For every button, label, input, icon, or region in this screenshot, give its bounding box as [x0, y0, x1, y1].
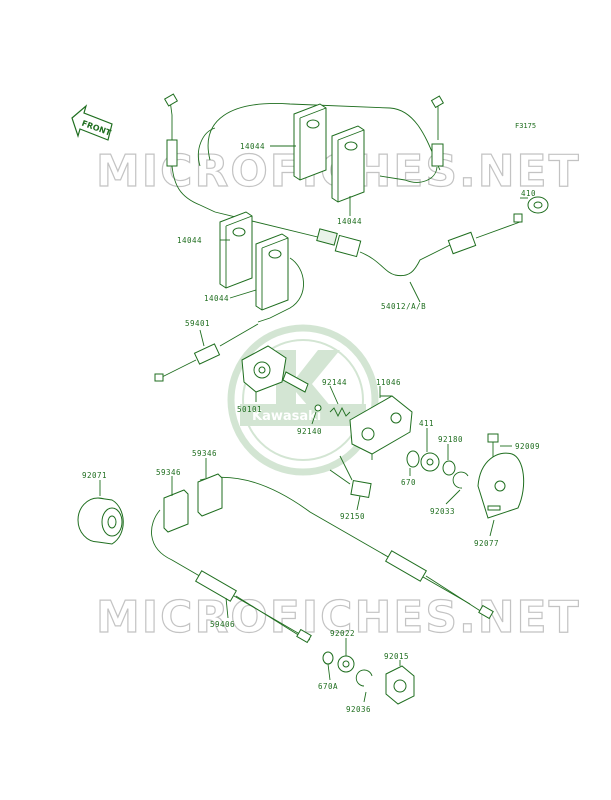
- label-670: 670: [401, 478, 416, 487]
- figure-id: F3175: [515, 122, 536, 130]
- label-50101: 50101: [237, 405, 262, 414]
- label-410: 410: [521, 189, 536, 198]
- bolt-92150: [329, 455, 372, 499]
- label-92150: 92150: [340, 512, 365, 521]
- small-parts-bottom: [322, 651, 415, 705]
- cable-54012: [163, 93, 521, 277]
- label-59406: 59406: [210, 620, 235, 629]
- kawasaki-brand-text: Kawasaki: [252, 409, 321, 424]
- lever-50101: [241, 345, 309, 393]
- cable-59401: [154, 323, 259, 382]
- label-92077: 92077: [474, 539, 499, 548]
- roller-92071: [77, 497, 124, 545]
- label-92140: 92140: [297, 427, 322, 436]
- washer-410: [513, 196, 549, 223]
- kawasaki-logo: Kawasaki: [227, 324, 379, 476]
- small-parts-right: [406, 450, 469, 489]
- grommet-59346: [163, 473, 223, 533]
- cover-92077: [477, 433, 525, 519]
- label-59401: 59401: [185, 319, 210, 328]
- label-92180: 92180: [438, 435, 463, 444]
- label-54012: 54012/A/B: [381, 302, 426, 311]
- label-59346-a: 59346: [156, 468, 181, 477]
- label-92036: 92036: [346, 705, 371, 714]
- label-11046: 11046: [376, 378, 401, 387]
- label-14044-b: 14044: [337, 217, 362, 226]
- label-92144: 92144: [322, 378, 347, 387]
- label-14044-d: 14044: [204, 294, 229, 303]
- spring-92144: [314, 404, 351, 418]
- label-92022: 92022: [330, 629, 355, 638]
- label-14044-c: 14044: [177, 236, 202, 245]
- label-411: 411: [419, 419, 434, 428]
- label-670A: 670A: [318, 682, 338, 691]
- label-92015: 92015: [384, 652, 409, 661]
- label-14044-a: 14044: [240, 142, 265, 151]
- label-59346-b: 59346: [192, 449, 217, 458]
- grommet-14044-middle: [219, 211, 304, 323]
- part-labels: 14044 14044 14044 14044 410 54012/A/B 59…: [82, 142, 540, 714]
- grommet-14044-top: [293, 103, 365, 203]
- label-92009: 92009: [515, 442, 540, 451]
- label-92033: 92033: [430, 507, 455, 516]
- bracket-11046: [349, 395, 413, 460]
- front-arrow: FRONT: [71, 104, 113, 141]
- label-92071: 92071: [82, 471, 107, 480]
- leader-lines: [99, 145, 528, 703]
- watermark-text-bottom: MICROFICHES.NET: [96, 592, 581, 643]
